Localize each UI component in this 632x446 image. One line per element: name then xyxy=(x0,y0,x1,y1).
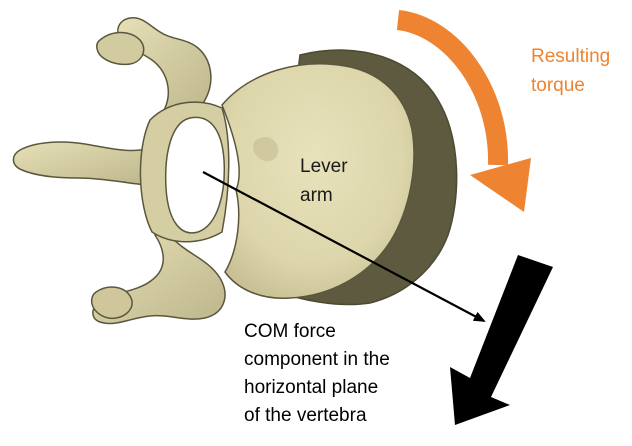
force-label-line-2: component in the xyxy=(244,346,390,374)
lever-arm-label: Lever arm xyxy=(300,152,348,210)
lever-arm-label-line-1: Lever xyxy=(300,152,348,181)
force-arrow xyxy=(450,255,553,425)
force-label-line-4: of the vertebra xyxy=(244,402,390,430)
lower-knob xyxy=(92,287,132,318)
force-label-line-3: horizontal plane xyxy=(244,374,390,402)
upper-knob xyxy=(97,33,144,65)
force-label: COM force component in the horizontal pl… xyxy=(244,318,390,430)
transverse-process xyxy=(13,142,160,184)
lever-arm-label-line-2: arm xyxy=(300,181,348,210)
torque-arrowhead xyxy=(470,158,531,212)
vertebral-foramen xyxy=(166,117,225,232)
torque-label: Resulting torque xyxy=(531,42,610,100)
torque-label-line-2: torque xyxy=(531,71,610,100)
force-label-line-1: COM force xyxy=(244,318,390,346)
torque-label-line-1: Resulting xyxy=(531,42,610,71)
